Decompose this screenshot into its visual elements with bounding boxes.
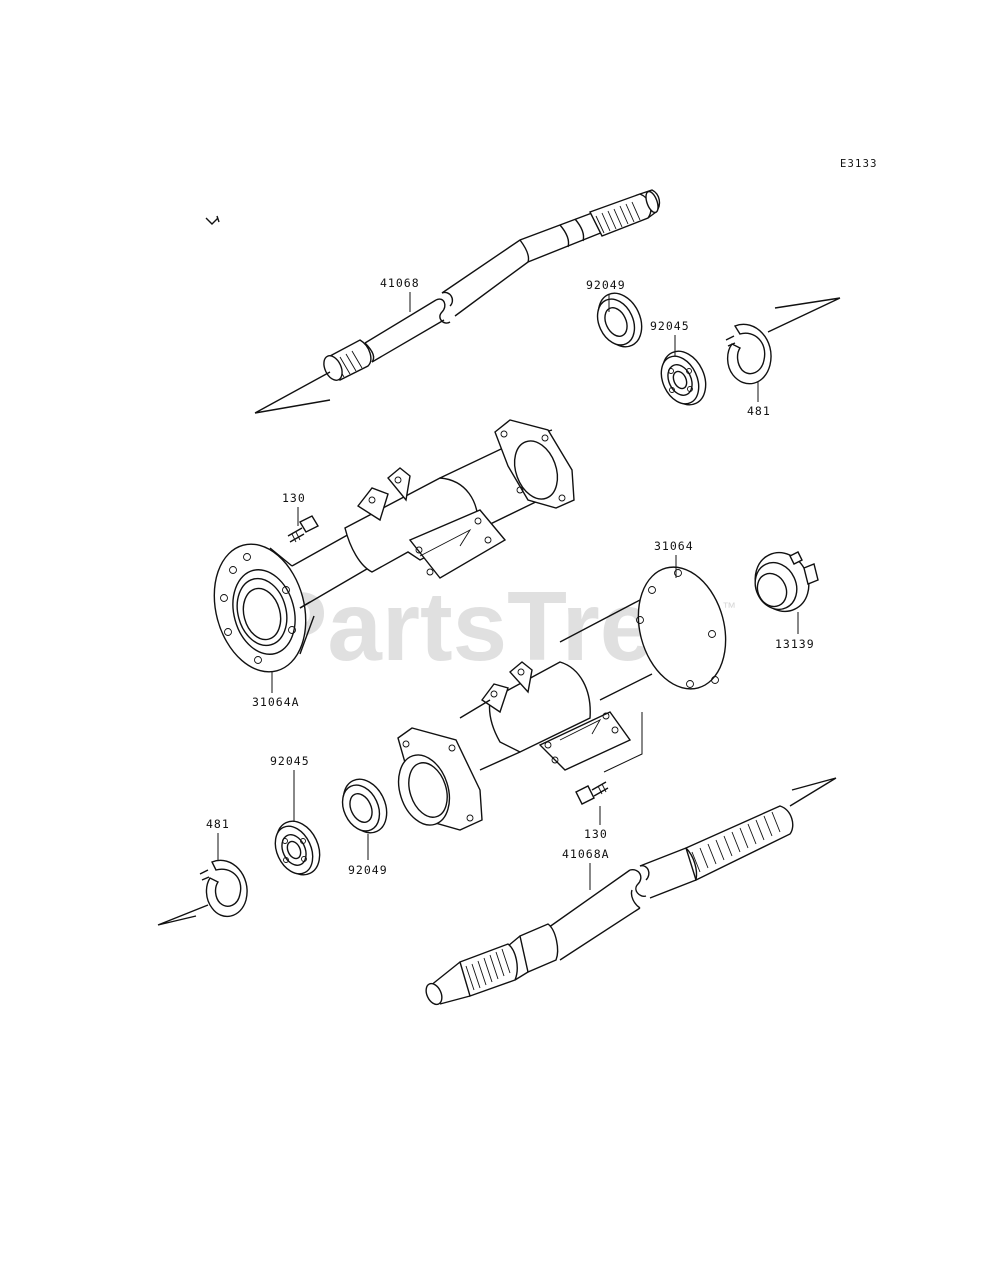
label-31064[interactable]: 31064	[654, 539, 694, 578]
axis-line-top-right	[767, 297, 841, 333]
label-92045-upper[interactable]: 92045	[650, 319, 690, 356]
label-92045-lower[interactable]: 92045	[270, 754, 310, 822]
label-41068A[interactable]: 41068A	[562, 847, 610, 890]
svg-text:481: 481	[206, 817, 230, 831]
circlip-481-upper[interactable]	[725, 323, 772, 385]
watermark: PartsTree	[262, 571, 709, 681]
svg-text:92045: 92045	[650, 319, 690, 333]
svg-text:481: 481	[747, 404, 771, 418]
label-92049-upper[interactable]: 92049	[586, 278, 626, 312]
axle-housing-31064[interactable]	[390, 557, 739, 831]
svg-text:130: 130	[584, 827, 608, 841]
corner-mark-icon	[205, 215, 220, 225]
diagram-code: E3133	[840, 158, 878, 170]
axle-housing-31064A[interactable]	[201, 419, 575, 682]
label-41068[interactable]: 41068	[380, 276, 420, 312]
svg-text:41068: 41068	[380, 276, 420, 290]
svg-text:92049: 92049	[586, 278, 626, 292]
bearing-92045-upper[interactable]	[654, 344, 714, 412]
axis-line-bottom-right	[789, 777, 837, 807]
svg-text:31064A: 31064A	[252, 695, 300, 709]
label-130-lower[interactable]: 130	[584, 806, 608, 841]
watermark-trademark: ™	[722, 599, 736, 615]
svg-text:13139: 13139	[775, 637, 815, 651]
shaft-41068[interactable]	[320, 189, 661, 383]
axis-line-bottom-left	[157, 904, 209, 926]
label-481-lower[interactable]: 481	[206, 817, 230, 860]
label-481-upper[interactable]: 481	[747, 382, 771, 418]
label-13139[interactable]: 13139	[775, 612, 815, 651]
axis-line-top-left	[254, 371, 331, 414]
seal-92049-lower[interactable]	[335, 772, 395, 840]
shaft-41068A[interactable]	[423, 805, 794, 1007]
label-130-upper[interactable]: 130	[282, 491, 306, 526]
bearing-92045-lower[interactable]	[268, 814, 328, 882]
svg-text:31064: 31064	[654, 539, 694, 553]
seal-92049-upper[interactable]	[590, 286, 650, 354]
label-31064A[interactable]: 31064A	[252, 672, 300, 709]
bolt-130-lower[interactable]	[575, 781, 609, 805]
svg-text:92049: 92049	[348, 863, 388, 877]
svg-text:92045: 92045	[270, 754, 310, 768]
circlip-481-lower[interactable]	[199, 859, 248, 918]
bolt-130-upper[interactable]	[287, 515, 319, 543]
svg-text:41068A: 41068A	[562, 847, 610, 861]
collar-13139[interactable]	[746, 544, 819, 620]
svg-text:130: 130	[282, 491, 306, 505]
label-92049-lower[interactable]: 92049	[348, 834, 388, 877]
